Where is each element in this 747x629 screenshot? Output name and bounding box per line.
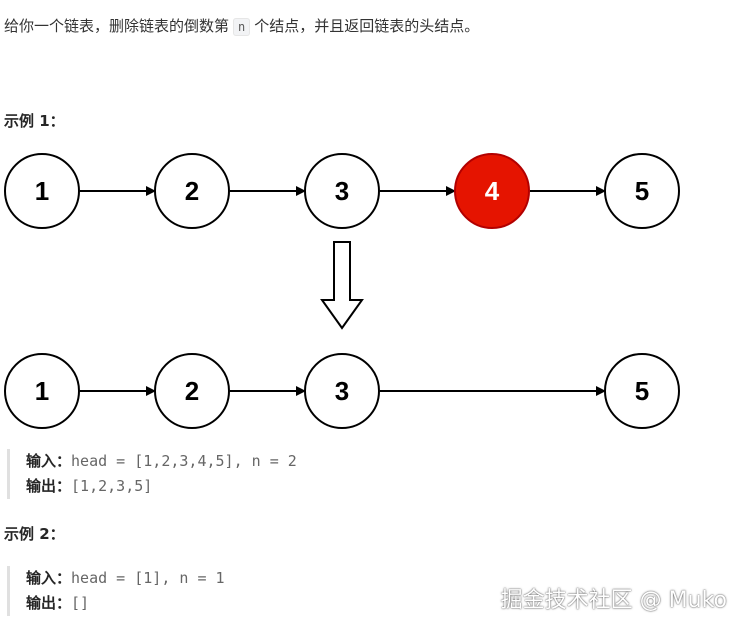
output-line: 输出：[1,2,3,5]	[26, 474, 297, 499]
output-label: 输出：	[26, 594, 72, 612]
list-node: 2	[154, 153, 230, 229]
input-value: head = [1], n = 1	[71, 569, 225, 587]
problem-text-after: 个结点，并且返回链表的头结点。	[254, 17, 480, 35]
output-value: []	[71, 594, 90, 612]
example-1-codeblock: 输入：head = [1,2,3,4,5], n = 2 输出：[1,2,3,5…	[7, 449, 297, 499]
removed-node-label: 4	[485, 176, 500, 206]
example-2-heading: 示例 2：	[4, 525, 65, 543]
down-arrow-icon	[320, 241, 364, 330]
node-label: 3	[335, 376, 349, 406]
node-label: 3	[335, 176, 349, 206]
node-label: 5	[635, 176, 649, 206]
watermark: 掘金技术社区 @ Muko	[500, 588, 727, 613]
output-line: 输出：[]	[26, 591, 225, 616]
output-label: 输出：	[26, 477, 72, 495]
node-label: 1	[35, 176, 49, 206]
list-node: 5	[604, 353, 680, 429]
list-node: 3	[304, 153, 380, 229]
example-1-heading: 示例 1：	[4, 112, 65, 130]
after-list: 1 2 3 5	[4, 353, 680, 429]
input-label: 输入：	[26, 569, 72, 587]
list-node: 5	[604, 153, 680, 229]
output-value: [1,2,3,5]	[71, 477, 153, 495]
node-label: 5	[635, 376, 649, 406]
input-line: 输入：head = [1], n = 1	[26, 566, 225, 591]
input-value: head = [1,2,3,4,5], n = 2	[71, 452, 297, 470]
list-node: 1	[4, 353, 80, 429]
node-label: 2	[185, 176, 199, 206]
inline-code-n: n	[233, 18, 251, 36]
before-list: 1 2 3 4 5	[4, 153, 680, 229]
node-label: 1	[35, 376, 49, 406]
list-node: 2	[154, 353, 230, 429]
example-2-codeblock: 输入：head = [1], n = 1 输出：[]	[7, 566, 225, 616]
problem-text-before: 给你一个链表，删除链表的倒数第	[4, 17, 230, 35]
node-label: 2	[185, 376, 199, 406]
linked-list-diagram: 1 2 3 4 5 1 2	[4, 153, 680, 429]
input-label: 输入：	[26, 452, 72, 470]
list-node: 1	[4, 153, 80, 229]
list-node: 3	[304, 353, 380, 429]
removed-list-node: 4	[454, 153, 530, 229]
input-line: 输入：head = [1,2,3,4,5], n = 2	[26, 449, 297, 474]
